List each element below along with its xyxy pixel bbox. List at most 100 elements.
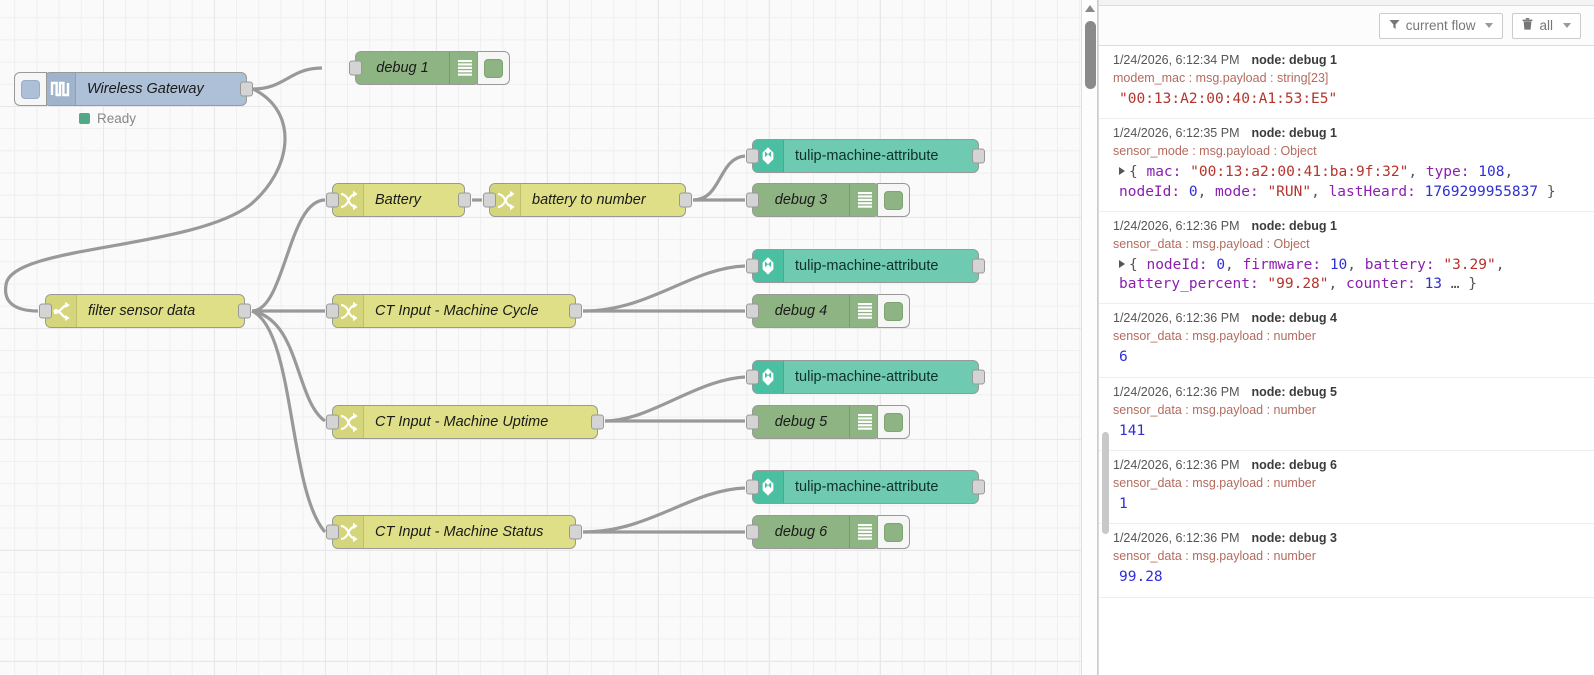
debug-enable-toggle[interactable] (477, 51, 510, 85)
node-input-port[interactable] (326, 524, 339, 540)
node-output-port[interactable] (972, 258, 985, 274)
flow-node-debug-3[interactable]: debug 3 (746, 183, 910, 217)
flow-node-tulip-3[interactable]: tulip-machine-attribute (746, 360, 985, 394)
node-output-port[interactable] (240, 81, 253, 97)
canvas-scroll-thumb[interactable] (1085, 21, 1096, 89)
debug-source-node[interactable]: node: debug 1 (1251, 53, 1337, 67)
node-label: CT Input - Machine Uptime (375, 414, 549, 430)
object-token: mode: (1215, 183, 1268, 200)
debug-timestamp: 1/24/2026, 6:12:36 PM (1113, 457, 1240, 472)
node-input-port[interactable] (746, 414, 759, 430)
scroll-up-arrow[interactable] (1085, 5, 1095, 12)
gateway-button-glyph (21, 79, 40, 99)
object-token: … } (1442, 276, 1477, 293)
node-input-port[interactable] (746, 524, 759, 540)
node-output-port[interactable] (458, 192, 471, 208)
flow-node-debug-6[interactable]: debug 6 (746, 515, 910, 549)
debug-message-value[interactable]: 141 (1113, 422, 1580, 441)
debug-toggle-glyph (884, 522, 903, 542)
debug-message-value[interactable]: 99.28 (1113, 568, 1580, 587)
debug-source-node[interactable]: node: debug 1 (1251, 126, 1337, 141)
node-output-port[interactable] (972, 369, 985, 385)
node-output-port[interactable] (679, 192, 692, 208)
debug-source-node[interactable]: node: debug 1 (1251, 218, 1337, 233)
object-token: counter: (1345, 276, 1425, 293)
node-input-port[interactable] (326, 303, 339, 319)
node-output-port[interactable] (569, 303, 582, 319)
flow-node-debug-5[interactable]: debug 5 (746, 405, 910, 439)
flow-node-tulip-4[interactable]: tulip-machine-attribute (746, 470, 985, 504)
clear-messages-button[interactable]: all (1512, 12, 1581, 39)
flow-node-battery[interactable]: Battery (326, 183, 471, 217)
debug-enable-toggle[interactable] (877, 183, 910, 217)
node-input-port[interactable] (39, 303, 52, 319)
debug-message-value[interactable]: { mac: "00:13:a2:00:41:ba:9f:32", type: … (1113, 163, 1580, 202)
debug-enable-toggle[interactable] (877, 294, 910, 328)
debug-message-topic: modem_mac : msg.payload : string[23] (1113, 71, 1329, 85)
object-token: 13 (1424, 276, 1443, 293)
debug-source-node[interactable]: node: debug 4 (1251, 311, 1337, 326)
node-input-port[interactable] (326, 192, 339, 208)
debug-enable-toggle[interactable] (877, 405, 910, 439)
node-output-port[interactable] (591, 414, 604, 430)
debug-source-node[interactable]: node: debug 3 (1251, 531, 1337, 546)
debug-message-value[interactable]: 6 (1113, 348, 1580, 367)
node-input-port[interactable] (746, 479, 759, 495)
flow-node-debug-1[interactable]: debug 1 (349, 51, 510, 85)
debug-message-header: 1/24/2026, 6:12:36 PM node: debug 6 (1113, 458, 1580, 472)
flow-node-ct-machine-status[interactable]: CT Input - Machine Status (326, 515, 582, 549)
node-label: Battery (375, 192, 421, 208)
node-output-port[interactable] (238, 303, 251, 319)
node-output-port[interactable] (972, 148, 985, 164)
flow-node-tulip-2[interactable]: tulip-machine-attribute (746, 249, 985, 283)
canvas-scrollbar[interactable] (1081, 0, 1098, 675)
debug-message-value[interactable]: "00:13:A2:00:40:A1:53:E5" (1113, 90, 1580, 109)
gateway-trigger-button[interactable] (14, 72, 47, 106)
node-input-port[interactable] (746, 258, 759, 274)
debug-scroll-thumb[interactable] (1102, 432, 1109, 534)
flow-node-ct-machine-uptime[interactable]: CT Input - Machine Uptime (326, 405, 604, 439)
flow-node-debug-4[interactable]: debug 4 (746, 294, 910, 328)
flow-node-battery-to-number[interactable]: battery to number (483, 183, 692, 217)
filter-current-flow-button[interactable]: current flow (1378, 12, 1504, 39)
node-input-port[interactable] (746, 303, 759, 319)
object-token: mac: (1146, 164, 1191, 181)
flow-node-tulip-1[interactable]: tulip-machine-attribute (746, 139, 985, 173)
node-input-port[interactable] (746, 148, 759, 164)
expand-object-icon[interactable] (1119, 167, 1125, 176)
node-input-port[interactable] (349, 60, 362, 76)
sidebar-tabstrip[interactable] (1099, 0, 1594, 6)
pulse-wave-icon (45, 73, 76, 105)
flow-node-filter-sensor-data[interactable]: filter sensor data (39, 294, 251, 328)
node-input-port[interactable] (326, 414, 339, 430)
object-token: , (1311, 183, 1329, 200)
canvas-right-edge (1097, 0, 1098, 675)
node-output-port[interactable] (569, 524, 582, 540)
node-input-port[interactable] (746, 192, 759, 208)
debug-message-value[interactable]: { nodeId: 0, firmware: 10, battery: "3.2… (1113, 256, 1580, 295)
debug-scrollbar[interactable] (1102, 46, 1110, 675)
debug-source-node[interactable]: node: debug 6 (1251, 457, 1337, 472)
node-output-port[interactable] (972, 479, 985, 495)
debug-source-node[interactable]: node: debug 5 (1251, 384, 1337, 399)
object-token: 10 (1329, 256, 1348, 273)
debug-enable-toggle[interactable] (877, 515, 910, 549)
expand-object-icon[interactable] (1119, 259, 1125, 268)
debug-message-value[interactable]: 1 (1113, 495, 1580, 514)
node-input-port[interactable] (746, 369, 759, 385)
node-input-port[interactable] (483, 192, 496, 208)
debug-sidebar: current flow all 1/24/2026, 6:12:34 (1098, 0, 1594, 675)
flow-node-ct-machine-cycle[interactable]: CT Input - Machine Cycle (326, 294, 582, 328)
